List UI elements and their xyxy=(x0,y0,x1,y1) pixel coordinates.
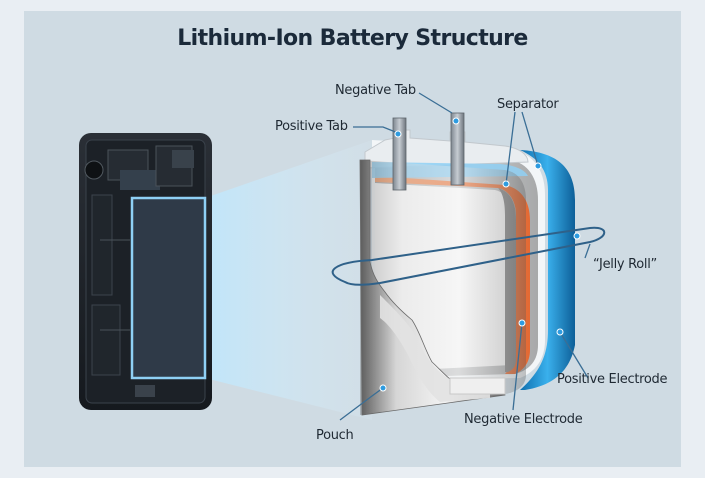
pouch-label: Pouch xyxy=(316,428,354,443)
pouch-front xyxy=(360,160,505,415)
positive-electrode-label: Positive Electrode xyxy=(557,372,668,387)
phone-illustration xyxy=(79,133,212,410)
highlight-beam xyxy=(205,140,372,420)
separator-label: Separator xyxy=(497,97,559,112)
diagram-title: Lithium-Ion Battery Structure xyxy=(177,26,528,51)
positive-tab-label: Positive Tab xyxy=(275,119,348,134)
jelly-roll-label: “Jelly Roll” xyxy=(593,257,657,272)
phone-battery xyxy=(130,196,207,380)
jelly-roll-loop xyxy=(331,226,606,286)
negative-tab-label: Negative Tab xyxy=(335,83,416,98)
positive-tab-terminal xyxy=(392,117,407,191)
callout-lines xyxy=(339,92,591,421)
battery-cell xyxy=(359,112,575,416)
negative-electrode-label: Negative Electrode xyxy=(464,412,583,427)
callout-dots xyxy=(379,117,581,392)
negative-tab-terminal xyxy=(450,112,465,186)
